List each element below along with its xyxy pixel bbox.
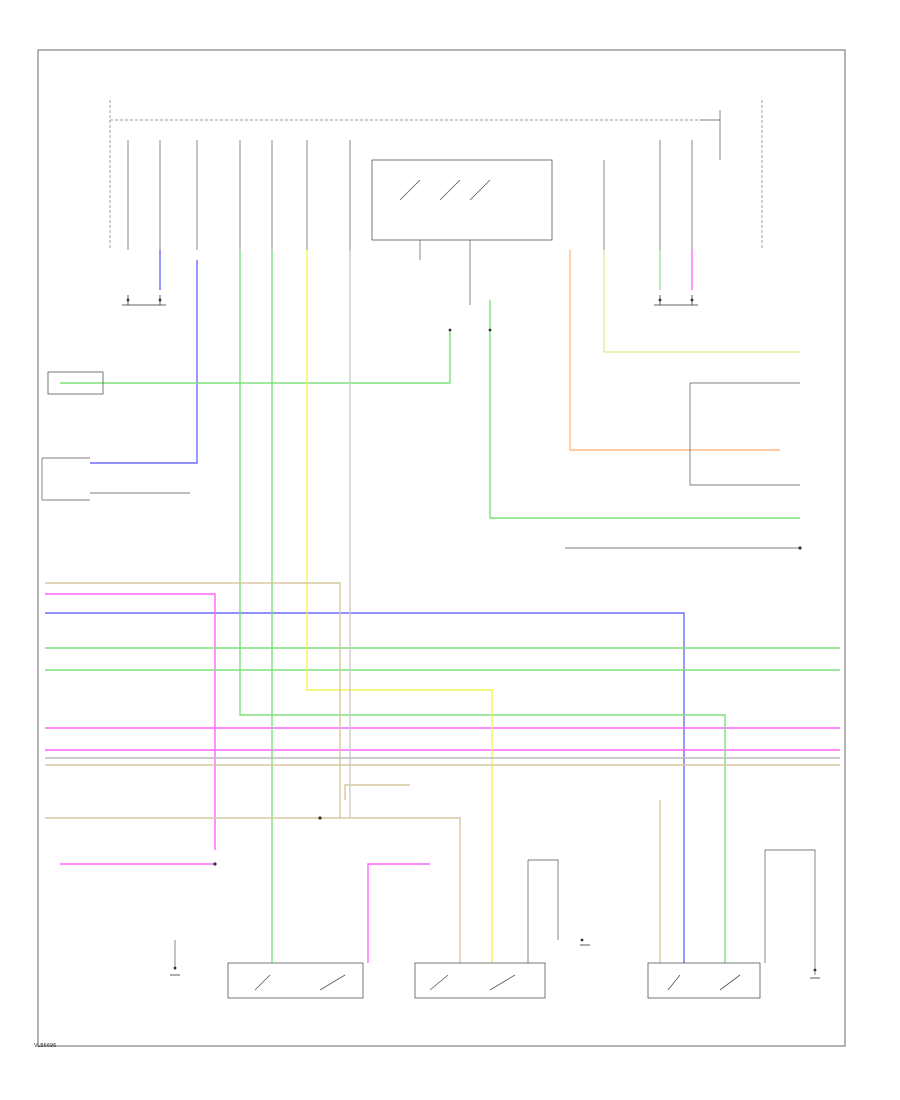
- wire-green-5: [60, 330, 451, 384]
- diagram-code: VLB6696: [34, 1043, 57, 1049]
- wire-yellow-2: [603, 250, 800, 353]
- wire-green-6: [489, 300, 800, 519]
- top-module-pins: [127, 140, 693, 250]
- top-module: [109, 100, 763, 250]
- center-switch: [371, 159, 553, 305]
- splice-dots: [126, 298, 817, 972]
- wire-blue-left: [90, 260, 198, 464]
- left-connectors: [41, 371, 104, 501]
- ground-symbols-top: [122, 295, 698, 306]
- bottom-switch-center: [414, 962, 546, 999]
- wire-tan-1: [45, 817, 461, 963]
- diagram-border: [37, 49, 846, 1047]
- bottom-switch-right: [647, 962, 761, 999]
- bottom-switch-left: [227, 962, 364, 999]
- wire-tan-5: [344, 784, 410, 800]
- wire-tan-3: [45, 582, 341, 818]
- wire-green-1: [239, 250, 726, 963]
- wire-magenta-6: [367, 863, 430, 963]
- wire-yellow: [306, 250, 493, 963]
- wire-orange: [569, 250, 780, 451]
- black-wires: [90, 382, 816, 975]
- wire-blue-main: [45, 612, 685, 963]
- ground-symbols-bottom: [170, 944, 820, 979]
- wire-magenta-2: [45, 593, 216, 850]
- wires: [45, 250, 840, 963]
